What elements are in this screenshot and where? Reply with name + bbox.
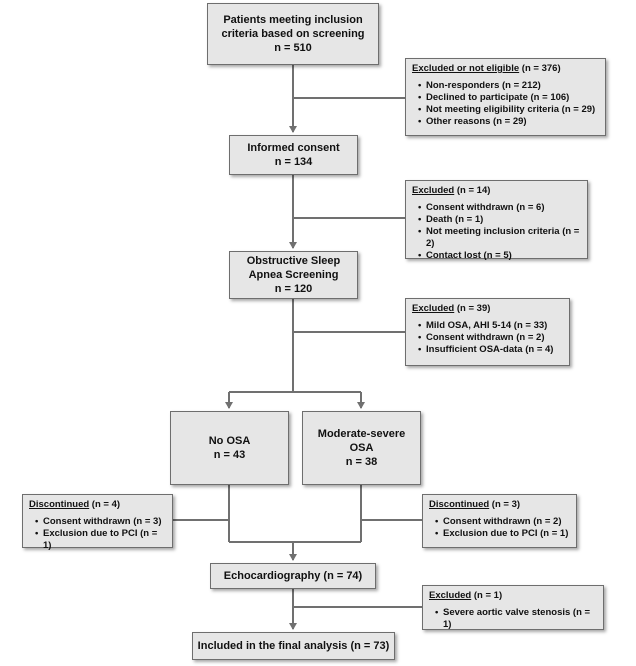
excluded-consent-box: Excluded (n = 14) Consent withdrawn (n =… (405, 180, 588, 262)
excluded-4-heading: Excluded (n = 1) (429, 590, 503, 601)
list-item: Insufficient OSA-data (n = 4) (418, 344, 563, 356)
echocardiography-box: Echocardiography (n = 74) (210, 563, 376, 589)
discontinued-right-list: Consent withdrawn (n = 2) Exclusion due … (429, 516, 570, 540)
excluded-1-heading: Excluded or not eligible (n = 376) (412, 63, 561, 74)
mod-severe-line-2: OSA (349, 442, 374, 454)
excluded-osa-box: Excluded (n = 39) Mild OSA, AHI 5-14 (n … (405, 298, 570, 366)
list-item: Consent withdrawn (n = 3) (35, 516, 166, 528)
discontinued-right-heading: Discontinued (n = 3) (429, 499, 521, 510)
moderate-severe-osa-box: Moderate-severe OSA n = 38 (302, 411, 421, 485)
list-item: Death (n = 1) (418, 214, 581, 226)
list-item: Mild OSA, AHI 5-14 (n = 33) (418, 320, 563, 332)
screening-box: Patients meeting inclusion criteria base… (207, 3, 379, 65)
list-item: Exclusion due to PCI (n = 1) (35, 528, 166, 552)
discontinued-left-box: Discontinued (n = 4) Consent withdrawn (… (22, 494, 173, 551)
mod-severe-line-1: Moderate-severe (317, 428, 406, 440)
list-item: Other reasons (n = 29) (418, 116, 599, 128)
screening-line-1: Patients meeting inclusion (223, 14, 363, 26)
no-osa-box: No OSA n = 43 (170, 411, 289, 485)
list-item: Consent withdrawn (n = 6) (418, 202, 581, 214)
excluded-echo-box: Excluded (n = 1) Severe aortic valve ste… (422, 585, 604, 630)
no-osa-title: No OSA (208, 435, 251, 447)
list-item: Severe aortic valve stenosis (n = 1) (435, 607, 597, 631)
osa-screening-line-1: Obstructive Sleep (246, 255, 341, 267)
osa-screening-box: Obstructive Sleep Apnea Screening n = 12… (229, 251, 358, 299)
consent-title: Informed consent (247, 142, 340, 154)
list-item: Non-responders (n = 212) (418, 80, 599, 92)
osa-screening-count: n = 120 (274, 283, 313, 295)
excluded-4-list: Severe aortic valve stenosis (n = 1) (429, 607, 597, 631)
list-item: Consent withdrawn (n = 2) (418, 332, 563, 344)
screening-line-2: criteria based on screening (221, 28, 365, 40)
list-item: Not meeting inclusion criteria (n = 2) (418, 226, 581, 250)
excluded-2-list: Consent withdrawn (n = 6) Death (n = 1) … (412, 202, 581, 262)
discontinued-right-box: Discontinued (n = 3) Consent withdrawn (… (422, 494, 577, 548)
excluded-3-list: Mild OSA, AHI 5-14 (n = 33) Consent with… (412, 320, 563, 356)
discontinued-left-heading: Discontinued (n = 4) (29, 499, 121, 510)
mod-severe-count: n = 38 (345, 456, 378, 468)
discontinued-left-list: Consent withdrawn (n = 3) Exclusion due … (29, 516, 166, 552)
excluded-3-heading: Excluded (n = 39) (412, 303, 491, 314)
no-osa-count: n = 43 (213, 449, 246, 461)
list-item: Exclusion due to PCI (n = 1) (435, 528, 570, 540)
consent-count: n = 134 (274, 156, 313, 168)
osa-screening-line-2: Apnea Screening (248, 269, 339, 281)
screening-count: n = 510 (274, 42, 312, 54)
excluded-1-list: Non-responders (n = 212) Declined to par… (412, 80, 599, 128)
informed-consent-box: Informed consent n = 134 (229, 135, 358, 175)
list-item: Contact lost (n = 5) (418, 250, 581, 262)
excluded-2-heading: Excluded (n = 14) (412, 185, 491, 196)
list-item: Not meeting eligibility criteria (n = 29… (418, 104, 599, 116)
final-label: Included in the final analysis (n = 73) (197, 640, 390, 652)
echo-label: Echocardiography (n = 74) (223, 570, 363, 582)
list-item: Consent withdrawn (n = 2) (435, 516, 570, 528)
final-analysis-box: Included in the final analysis (n = 73) (192, 632, 395, 660)
excluded-not-eligible-box: Excluded or not eligible (n = 376) Non-r… (405, 58, 606, 136)
list-item: Declined to participate (n = 106) (418, 92, 599, 104)
